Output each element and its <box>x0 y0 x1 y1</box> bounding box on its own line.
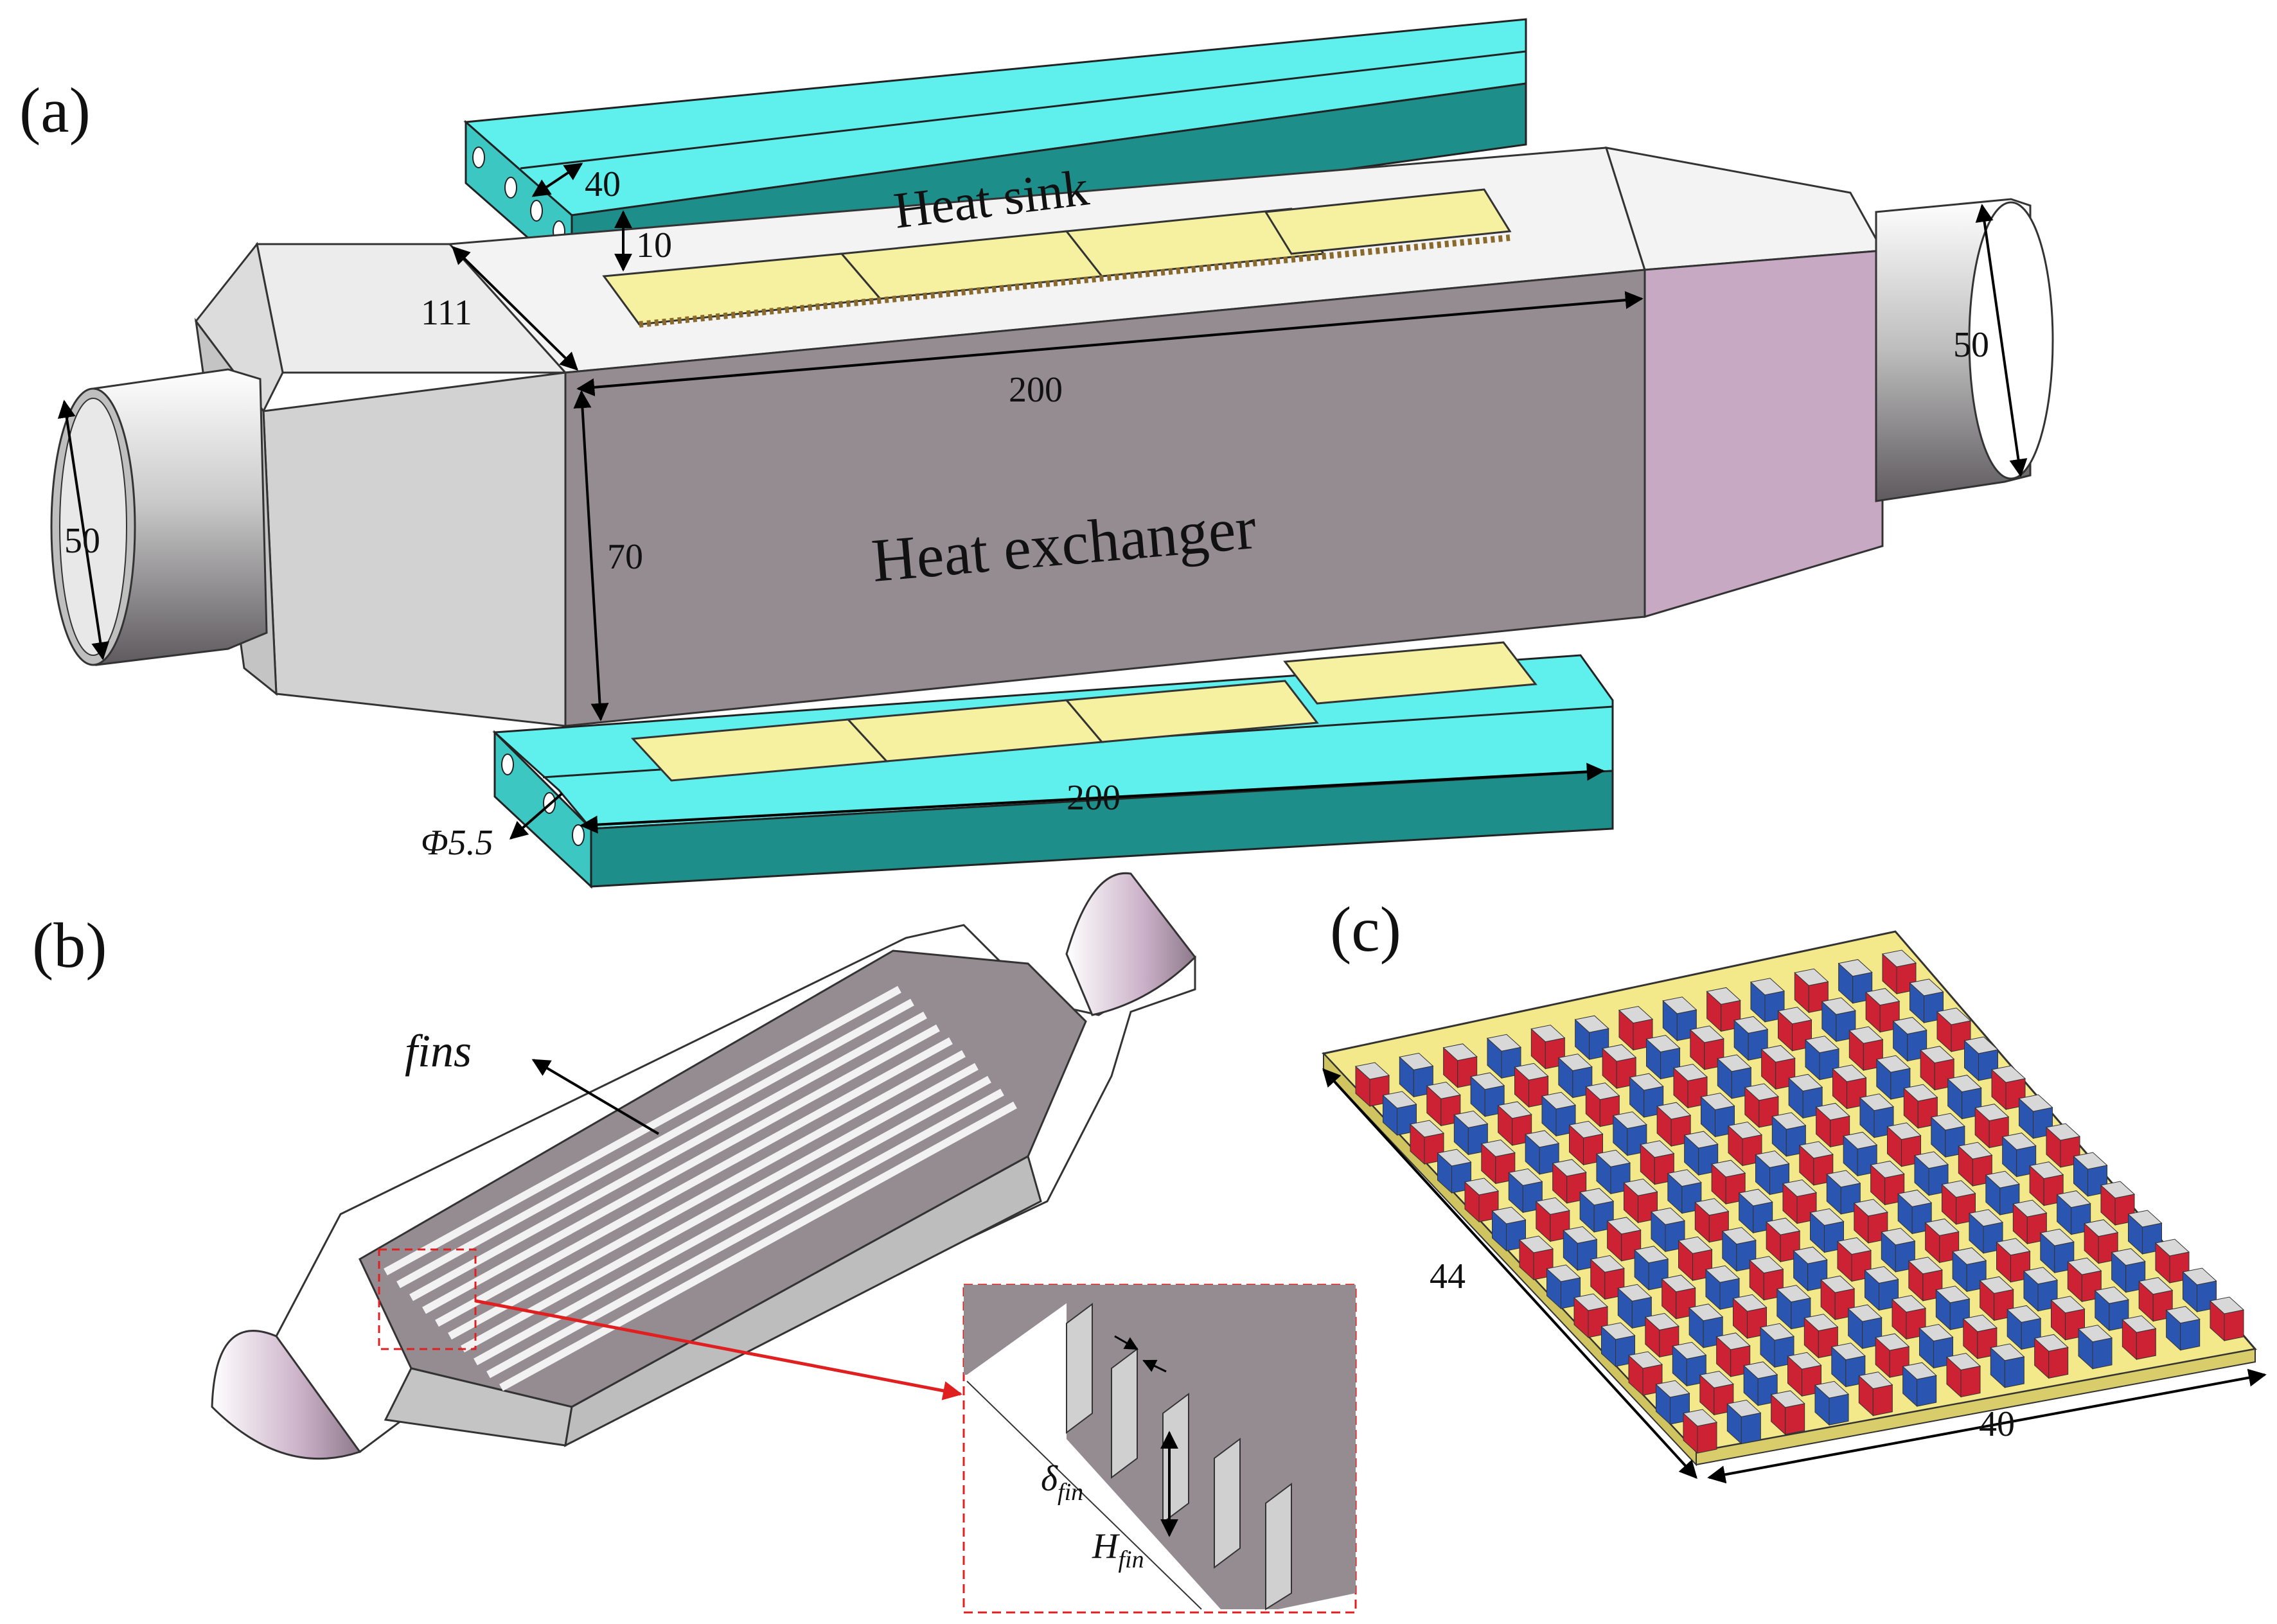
te-leg <box>1847 1304 1883 1350</box>
te-leg <box>2154 1239 2190 1284</box>
sink-hole-icon <box>572 824 585 846</box>
outlet-diffuser-front <box>1644 249 1884 619</box>
fin-detail <box>1111 1348 1138 1479</box>
top-sink-groove <box>520 50 1527 170</box>
te-leg <box>2122 1315 2157 1361</box>
fin-detail <box>1066 1303 1093 1434</box>
panel-a-label: (a) <box>19 75 91 146</box>
te-leg <box>1820 1275 1856 1321</box>
panel-b-label: (b) <box>32 910 107 981</box>
top-te-modules <box>602 188 1512 328</box>
te-leg <box>1826 1170 1861 1215</box>
fin-thickness-label: δfin <box>1041 1459 1083 1506</box>
te-leg <box>1755 1150 1790 1196</box>
dim-outlet-diameter: 50 <box>1953 325 1989 365</box>
cutaway-side-wall <box>564 1154 1042 1447</box>
te-leg <box>2084 1219 2119 1264</box>
fin-height-label: Hfin <box>1092 1526 1144 1573</box>
te-leg <box>1979 1276 2014 1321</box>
te-leg <box>2165 1306 2201 1351</box>
dim-inlet-diameter: 50 <box>64 521 100 561</box>
dim-exchanger-height: 70 <box>607 537 643 577</box>
dim-bottom-sink-length: 200 <box>1067 778 1121 818</box>
te-leg <box>1935 1285 1971 1331</box>
te-leg <box>1744 1083 1779 1129</box>
te-leg <box>1821 997 1856 1043</box>
te-leg <box>1530 1025 1566 1070</box>
te-leg <box>1706 987 1741 1032</box>
te-leg <box>1870 1160 1905 1206</box>
te-leg <box>2073 1152 2108 1197</box>
sink-hole-icon <box>504 177 517 199</box>
te-leg <box>2007 1305 2042 1350</box>
dim-sink-width: 40 <box>585 164 621 204</box>
panel-a-dimension-lines <box>57 163 2028 840</box>
sink-hole-icon <box>472 146 485 168</box>
dim-sink-height: 10 <box>636 225 672 265</box>
te-module <box>1283 641 1537 705</box>
module-length-dimension <box>1322 1068 1697 1479</box>
dim-module-width: 40 <box>1979 1404 2015 1444</box>
panel-a: (a) <box>19 18 2054 889</box>
te-leg <box>1662 996 1697 1042</box>
fin-detail <box>1265 1483 1292 1611</box>
zoom-callout-arrow <box>475 1299 962 1400</box>
dim-module-length: 44 <box>1430 1257 1466 1296</box>
te-leg <box>2023 1267 2059 1312</box>
fins-pointer <box>531 1059 660 1135</box>
te-module <box>1264 188 1512 255</box>
te-leg <box>1947 1075 1982 1120</box>
te-leg <box>1705 1265 1741 1311</box>
te-leg <box>1968 1209 2004 1254</box>
outlet-diffuser-top <box>1604 146 1884 271</box>
inlet-diffuser-front <box>262 371 567 727</box>
fins-label: fins <box>405 1025 472 1077</box>
te-leg <box>2209 1296 2245 1342</box>
sink-hole-icon <box>501 754 514 775</box>
fin-detail <box>1214 1438 1241 1569</box>
fin-detail <box>1162 1393 1189 1524</box>
cutaway-inlet-cup <box>211 1330 362 1460</box>
panel-c: (c) 44 40 <box>1322 894 2267 1484</box>
te-leg <box>1798 1141 1834 1187</box>
te-leg <box>1881 949 1917 995</box>
te-leg <box>2077 1325 2113 1370</box>
te-leg <box>1913 1151 1949 1196</box>
te-leg <box>1832 1064 1867 1109</box>
inlet-pipe <box>50 368 268 666</box>
te-module <box>1064 680 1319 743</box>
panel-c-label: (c) <box>1330 894 1401 965</box>
te-leg <box>1936 1007 1972 1053</box>
panel-b: (b) fins <box>32 872 1357 1614</box>
cutaway-outlet-cup <box>1065 872 1196 1016</box>
te-leg <box>2067 1257 2102 1303</box>
dim-exchanger-depth: 111 <box>421 293 472 333</box>
fin-detail-inset <box>962 1284 1357 1614</box>
te-leg <box>1974 1104 2010 1149</box>
sink-hole-icon <box>530 200 543 222</box>
te-leg <box>1750 978 1785 1023</box>
te-leg <box>1958 1142 1993 1187</box>
zoom-source-box <box>378 1248 477 1350</box>
te-leg <box>1990 1065 2026 1111</box>
dim-hole-diameter: Φ5.5 <box>421 823 493 863</box>
te-leg <box>1771 1112 1807 1158</box>
fin-array <box>384 985 1017 1391</box>
te-leg <box>1700 1092 1735 1138</box>
dim-exchanger-length: 200 <box>1009 370 1063 410</box>
module-width-dimension <box>1707 1368 2267 1484</box>
